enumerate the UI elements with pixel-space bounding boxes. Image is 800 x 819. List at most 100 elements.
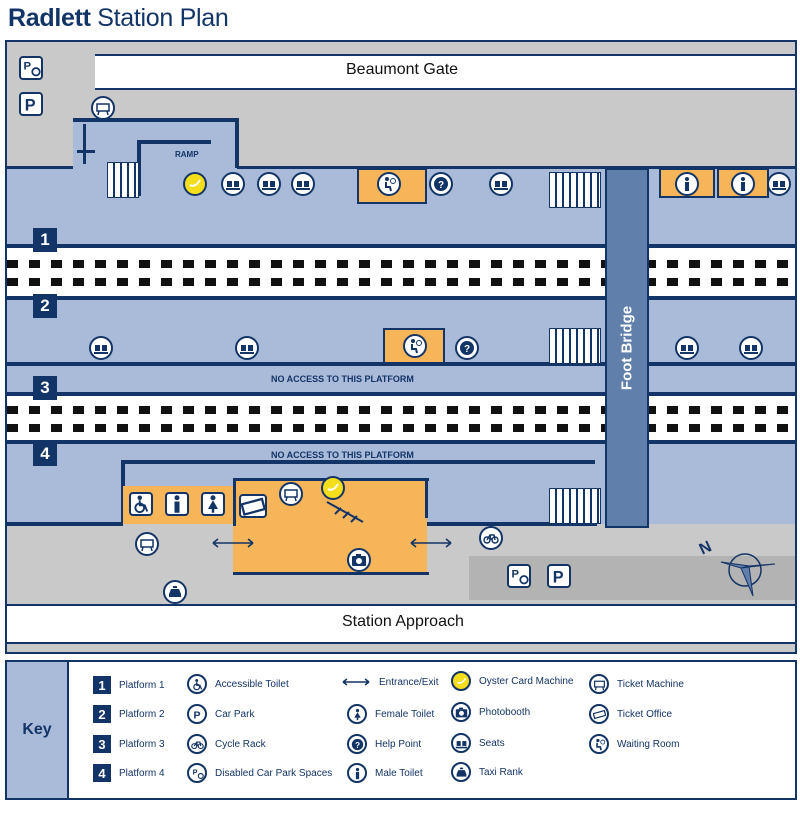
ticket-office-icon xyxy=(589,704,609,724)
key-item-photobooth: Photobooth xyxy=(451,702,530,722)
platform-1-number: 1 xyxy=(33,228,57,252)
photobooth-icon xyxy=(347,548,371,572)
key-label: Disabled Car Park Spaces xyxy=(215,767,333,779)
seats-icon xyxy=(235,336,259,360)
key-item-female-toilet: Female Toilet xyxy=(347,704,434,724)
key-item-help-point: ? Help Point xyxy=(347,734,421,754)
ticket-machine-icon xyxy=(135,532,159,556)
ticket-barrier-icon xyxy=(325,500,365,524)
entrance-exit-icon xyxy=(341,676,371,688)
key-label: Car Park xyxy=(215,708,255,720)
key-label: Female Toilet xyxy=(375,708,435,720)
key-label: Male Toilet xyxy=(375,767,423,779)
ticket-machine-icon xyxy=(279,482,303,506)
platform-1-badge: 1 xyxy=(93,676,111,694)
help-point-icon: ? xyxy=(455,336,479,360)
foot-bridge-label: Foot Bridge xyxy=(618,305,636,391)
stairs-entrance xyxy=(107,162,139,198)
platform-4-edge xyxy=(7,440,795,444)
station-approach-road xyxy=(7,604,795,644)
female-toilet-icon xyxy=(201,492,225,516)
svg-text:P: P xyxy=(512,568,520,580)
platform-2-edge xyxy=(7,296,795,300)
waiting-room-icon xyxy=(377,172,401,196)
car-park-icon: P xyxy=(187,704,207,724)
svg-text:P: P xyxy=(24,60,32,72)
platform-3-badge: 3 xyxy=(93,735,111,753)
track-4-rail xyxy=(7,424,795,432)
key-label: Platform 1 xyxy=(119,679,165,691)
disabled-car-park-icon: P xyxy=(19,56,43,80)
ticket-machine-icon xyxy=(589,674,609,694)
key-label: Waiting Room xyxy=(617,738,680,750)
gate-bar xyxy=(77,150,95,153)
entrance-exit-icon xyxy=(211,536,255,548)
photobooth-icon xyxy=(451,702,471,722)
ticket-machine-icon xyxy=(91,96,115,120)
cycle-rack-icon xyxy=(187,734,207,754)
svg-text:?: ? xyxy=(464,344,470,355)
entrance-wall xyxy=(73,118,239,122)
key-item-waiting-room: Waiting Room xyxy=(589,734,679,754)
ticket-hall-left xyxy=(233,478,236,526)
ramp-label: RAMP xyxy=(175,150,199,159)
track-1-2-bed xyxy=(7,248,795,296)
seats-icon xyxy=(767,172,791,196)
key-label: Photobooth xyxy=(479,706,531,718)
key-label: Platform 2 xyxy=(119,708,165,720)
oyster-card-machine-icon xyxy=(451,671,471,691)
taxi-rank-icon xyxy=(163,580,187,604)
seats-icon xyxy=(451,733,471,753)
key-label: Ticket Office xyxy=(617,708,673,720)
svg-text:P: P xyxy=(193,709,200,720)
station-plan: Beaumont Gate Station Approach RAMP NO A… xyxy=(5,40,797,654)
key-label: Help Point xyxy=(375,738,422,750)
entrance-exit-icon xyxy=(409,536,453,548)
key-label: Platform 4 xyxy=(119,767,165,779)
platform-2-number: 2 xyxy=(33,294,57,318)
track-1-rail xyxy=(7,260,795,268)
seats-icon xyxy=(291,172,315,196)
key-label: Platform 3 xyxy=(119,738,165,750)
entrance-block xyxy=(73,118,237,170)
footbridge-stairs-platform-2 xyxy=(549,328,601,364)
accessible-toilet-icon xyxy=(187,674,207,694)
key-item-entrance-exit: Entrance/Exit xyxy=(341,676,438,688)
platform-2-back xyxy=(7,362,795,366)
platform-4-fence xyxy=(121,460,595,464)
key-item-platform-3: 3 Platform 3 xyxy=(93,735,165,753)
car-park-icon: P xyxy=(547,564,571,588)
platform-1-edge xyxy=(7,244,795,248)
ramp-wall xyxy=(137,140,211,144)
seats-icon xyxy=(257,172,281,196)
disabled-car-park-icon: P xyxy=(507,564,531,588)
key-item-oyster-card-machine: Oyster Card Machine xyxy=(451,671,573,691)
cycle-rack-icon xyxy=(479,526,503,550)
svg-text:?: ? xyxy=(438,180,444,191)
help-point-icon: ? xyxy=(429,172,453,196)
seats-icon xyxy=(221,172,245,196)
waiting-room-icon xyxy=(589,734,609,754)
platform-1-top-edge xyxy=(7,166,795,169)
key-label: Accessible Toilet xyxy=(215,678,289,690)
platform-3-area xyxy=(7,366,795,392)
ticket-hall-bottom xyxy=(233,572,429,575)
platform-4-back-right xyxy=(347,522,597,526)
key-heading: Key xyxy=(7,662,69,798)
key-item-car-park: P Car Park xyxy=(187,704,254,724)
platform-4-back-left xyxy=(7,522,123,526)
platform-3-number: 3 xyxy=(33,376,57,400)
seats-icon xyxy=(489,172,513,196)
oyster-card-machine-icon xyxy=(183,172,207,196)
key-label: Oyster Card Machine xyxy=(479,675,574,687)
male-toilet-icon xyxy=(731,172,755,196)
key-label: Entrance/Exit xyxy=(379,676,439,688)
svg-text:?: ? xyxy=(355,740,360,749)
female-toilet-icon xyxy=(347,704,367,724)
key-item-platform-1: 1 Platform 1 xyxy=(93,676,165,694)
seats-icon xyxy=(675,336,699,360)
compass-north-icon: N xyxy=(697,534,777,598)
